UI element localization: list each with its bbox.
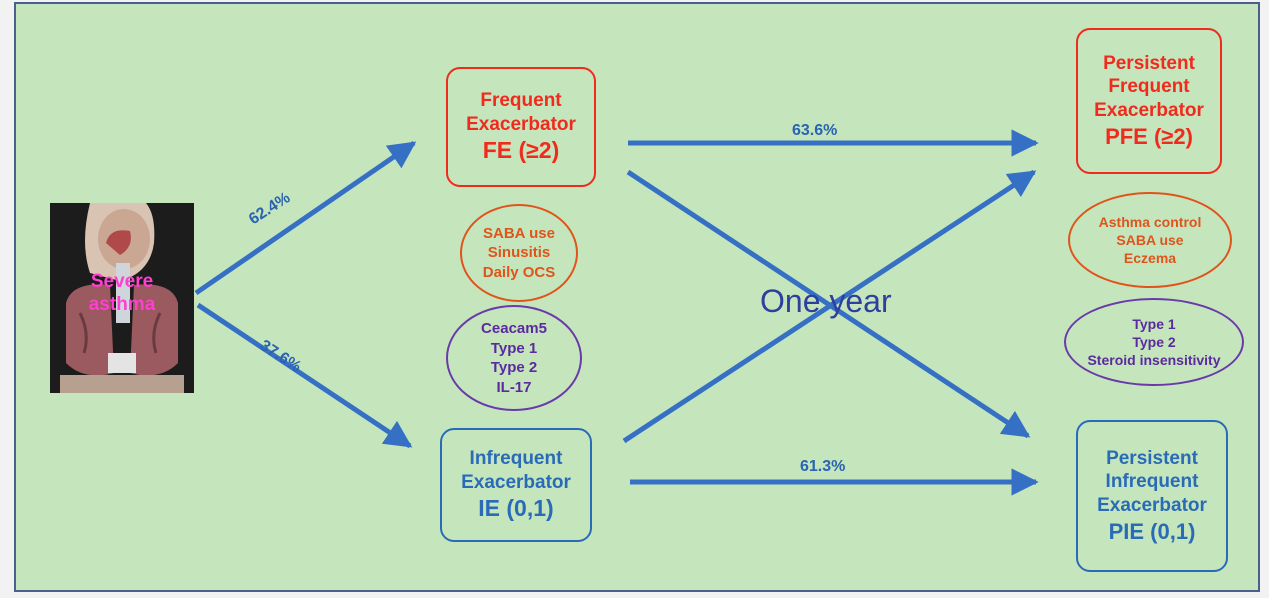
severe-asthma-line2: asthma [88, 293, 156, 315]
arrow-start-to-fe [194, 140, 417, 296]
pfe-box: Persistent Frequent Exacerbator PFE (≥2) [1076, 28, 1222, 174]
ie-line-1: Infrequent [469, 447, 563, 469]
fe-clinical-ellipse: SABA use Sinusitis Daily OCS [460, 204, 578, 302]
pfe-clinical-ellipse: Asthma control SABA use Eczema [1068, 192, 1232, 288]
ie-line-3: IE (0,1) [478, 495, 554, 522]
pfe-line-3: Exacerbator [1094, 100, 1204, 122]
pie-line-2: Infrequent [1105, 471, 1199, 493]
arrow-fe-to-pie [626, 169, 1031, 439]
fe-bio-2: Type 1 [490, 339, 538, 357]
fe-clinical-1: SABA use [483, 224, 555, 242]
severe-asthma-label: Severe asthma [50, 271, 194, 317]
severe-asthma-line1: Severe [90, 271, 154, 292]
pct-fe-to-pfe: 63.6% [792, 122, 838, 139]
fe-line-3: FE (≥2) [482, 137, 560, 164]
fe-bio-1: Ceacam5 [481, 320, 547, 337]
fe-clinical-3: Daily OCS [482, 263, 556, 281]
fe-clinical-2: Sinusitis [487, 244, 551, 262]
pfe-line-1: Persistent [1103, 52, 1195, 74]
pfe-bio-2: Type 2 [1132, 333, 1176, 350]
lung-illustration: Severe asthma [50, 203, 194, 393]
pfe-clinical-1: Asthma control [1098, 213, 1202, 230]
fe-biomarker-ellipse: Ceacam5 Type 1 Type 2 IL-17 [446, 305, 582, 411]
pct-ie-to-pie: 61.3% [800, 458, 846, 475]
pfe-bio-3: Steroid insensitivity [1087, 352, 1221, 369]
arrow-start-to-ie [196, 302, 413, 449]
arrow-ie-to-pfe [622, 169, 1037, 444]
pfe-line-4: PFE (≥2) [1105, 123, 1193, 149]
fe-bio-3: Type 2 [490, 359, 538, 376]
fe-box: Frequent Exacerbator FE (≥2) [446, 67, 596, 187]
pie-line-3: Exacerbator [1097, 495, 1207, 517]
pfe-clinical-2: SABA use [1116, 231, 1184, 248]
anatomy-icon [50, 203, 194, 393]
ie-line-2: Exacerbator [461, 471, 571, 493]
pie-box: Persistent Infrequent Exacerbator PIE (0… [1076, 420, 1228, 572]
diagram-frame [14, 2, 1260, 592]
pfe-line-2: Frequent [1108, 76, 1190, 98]
pie-line-1: Persistent [1106, 447, 1198, 469]
pfe-bio-1: Type 1 [1132, 315, 1176, 332]
pfe-clinical-3: Eczema [1123, 250, 1177, 267]
ie-box: Infrequent Exacerbator IE (0,1) [440, 428, 592, 542]
fe-bio-4: IL-17 [496, 378, 532, 396]
fe-line-1: Frequent [480, 89, 562, 111]
fe-line-2: Exacerbator [466, 113, 576, 135]
pie-line-4: PIE (0,1) [1108, 518, 1196, 544]
one-year-label: One year [760, 283, 892, 319]
pfe-biomarker-ellipse: Type 1 Type 2 Steroid insensitivity [1064, 298, 1244, 386]
